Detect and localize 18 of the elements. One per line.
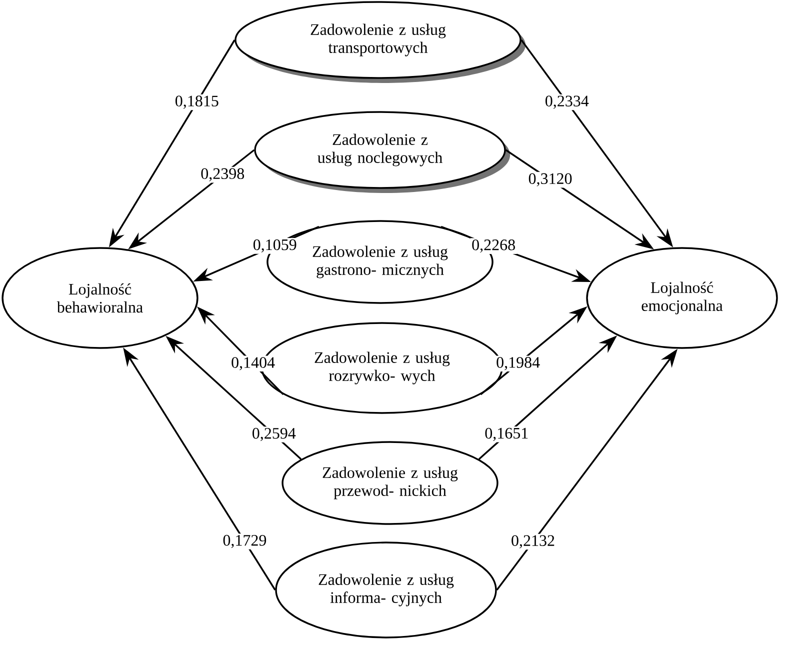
edge-label: 0,2334 xyxy=(544,94,590,110)
edge-label: 0,1404 xyxy=(230,356,276,372)
edge-label: 0,3120 xyxy=(526,172,574,188)
ellipse-node: Lojalność behawioralna xyxy=(2,247,198,349)
edge-label: 0,1815 xyxy=(174,94,220,110)
edge-label: 0,1651 xyxy=(483,426,530,442)
edge-label: 0,2132 xyxy=(510,534,556,550)
ellipse-node: Zadowolenie z usług przewod- nickich xyxy=(282,441,498,525)
edge-label: 0,1984 xyxy=(494,356,542,372)
edge-label: 0,1729 xyxy=(221,534,268,550)
ellipse-node: Zadowolenie z usług noclegowych xyxy=(254,111,506,189)
ellipse-node: Lojalność emocjonalna xyxy=(586,247,778,349)
ellipse-node: Zadowolenie z usług informa- cyjnych xyxy=(275,542,497,638)
edge-label: 0,2268 xyxy=(470,238,517,254)
ellipse-node: Zadowolenie z usług transportowych xyxy=(234,1,522,79)
edge-label: 0,1059 xyxy=(252,238,298,254)
edge-label: 0,2594 xyxy=(250,426,298,442)
edge-label: 0,2398 xyxy=(199,166,246,183)
